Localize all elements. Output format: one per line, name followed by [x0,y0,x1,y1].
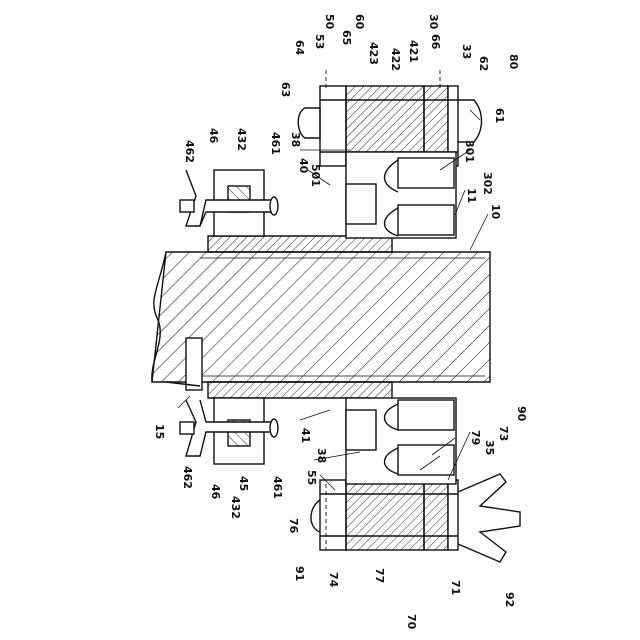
label-422: 422 [389,48,402,71]
label-92: 92 [503,592,516,607]
label-62: 62 [477,56,490,71]
label-10: 10 [489,204,502,220]
label-38-bottom: 38 [315,448,328,463]
label-432-top: 432 [235,128,248,151]
label-50: 50 [323,14,336,30]
label-41: 41 [299,428,312,443]
label-60: 60 [353,14,366,30]
label-462-top: 462 [183,140,196,163]
label-423: 423 [367,42,380,65]
label-40: 40 [297,158,310,174]
label-11: 11 [465,188,478,203]
label-74: 74 [327,572,340,588]
label-61: 61 [493,108,506,123]
label-66: 66 [429,34,442,50]
label-461-bottom: 461 [271,476,284,499]
label-65: 65 [340,30,353,45]
label-35: 35 [483,440,496,455]
label-77: 77 [373,568,386,583]
label-70: 70 [405,614,418,630]
upper-rotor-assembly [298,70,481,238]
label-46-top: 46 [207,128,220,144]
label-38-top: 38 [289,132,302,147]
label-71: 71 [449,580,462,595]
label-91: 91 [293,566,306,581]
label-63: 63 [279,82,292,97]
label-76: 76 [287,518,300,534]
label-55: 55 [305,470,318,485]
label-80: 80 [507,54,520,70]
label-30: 30 [427,14,440,30]
lower-rotor-assembly [311,398,520,562]
label-501: 501 [309,164,322,187]
label-301: 301 [463,140,476,163]
label-45: 45 [237,476,250,491]
label-421: 421 [407,40,420,63]
label-15: 15 [153,424,166,439]
label-432-bottom: 432 [229,496,242,519]
label-64: 64 [293,40,306,56]
label-46-bottom: 46 [209,484,222,500]
label-33: 33 [460,44,473,59]
label-53: 53 [313,34,326,49]
label-302: 302 [481,172,494,195]
label-462-bottom: 462 [181,466,194,489]
label-73: 73 [497,426,510,441]
label-79: 79 [469,430,482,445]
label-90: 90 [515,406,528,422]
label-461-top: 461 [269,132,282,155]
